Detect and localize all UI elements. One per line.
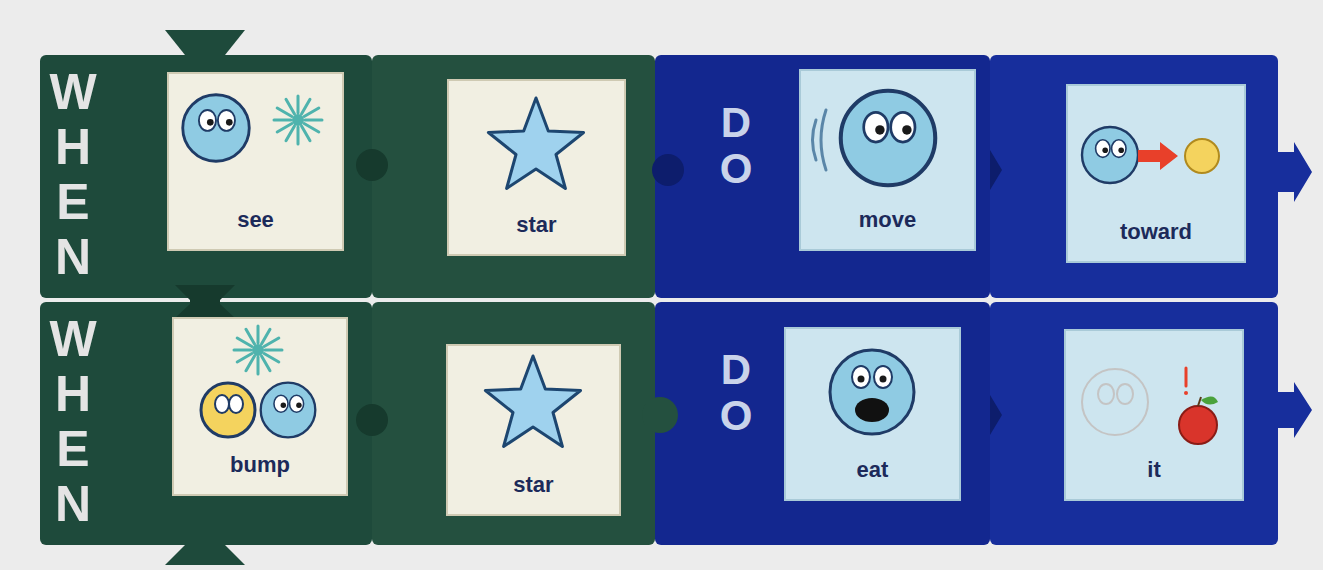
card-label: it bbox=[1147, 458, 1160, 482]
do-label: DO bbox=[715, 100, 757, 192]
do-tile: DO move bbox=[655, 55, 990, 298]
do-label: DO bbox=[715, 347, 757, 439]
card-label: move bbox=[859, 208, 916, 232]
when-tile: WHEN bump bbox=[40, 302, 372, 545]
card-label: bump bbox=[230, 453, 290, 477]
do-tile: DO eat bbox=[655, 302, 990, 545]
program-card: eat bbox=[785, 328, 960, 500]
when-label: WHEN bbox=[48, 312, 98, 532]
program-card: move bbox=[800, 70, 975, 250]
program-card: star bbox=[447, 345, 620, 515]
program-card: bump bbox=[173, 318, 347, 495]
program-card: star bbox=[448, 80, 625, 255]
card-label: eat bbox=[857, 458, 889, 482]
card-label: star bbox=[513, 473, 553, 497]
program-card: toward bbox=[1067, 85, 1245, 262]
when-tile: WHEN see bbox=[40, 55, 372, 298]
card-label: toward bbox=[1120, 220, 1192, 244]
program-card: see bbox=[168, 73, 343, 250]
when-label: WHEN bbox=[48, 65, 98, 285]
program-card: it bbox=[1065, 330, 1243, 500]
card-label: star bbox=[516, 213, 556, 237]
card-label: see bbox=[237, 208, 274, 232]
